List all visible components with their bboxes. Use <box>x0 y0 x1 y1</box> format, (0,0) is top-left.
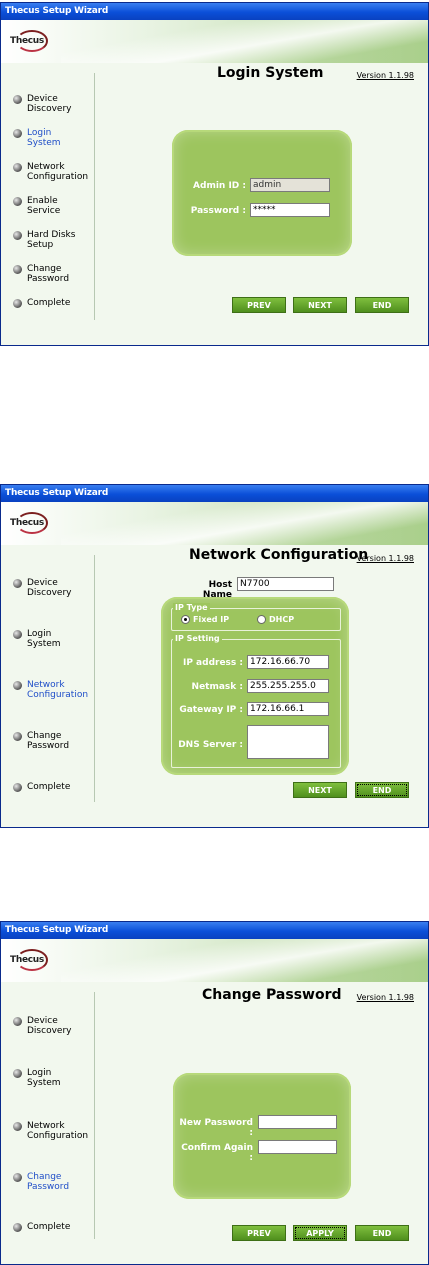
wizard-content: Device Discovery Login System Network Co… <box>1 63 428 345</box>
password-panel: New Password : Confirm Again : <box>173 1073 351 1199</box>
password-field[interactable]: ***** <box>250 203 330 217</box>
bullet-icon <box>13 231 22 240</box>
wizard-content: Device Discovery Login System Network Co… <box>1 982 428 1264</box>
next-button[interactable]: NEXT <box>293 782 347 798</box>
admin-id-label: Admin ID : <box>193 181 246 191</box>
thecus-logo: Thecus <box>10 949 50 973</box>
page-title: Login System <box>217 65 324 81</box>
bullet-icon <box>13 265 22 274</box>
thecus-logo: Thecus <box>10 512 50 536</box>
dns-server-label: DNS Server : <box>178 740 243 750</box>
dns-server-field[interactable] <box>247 725 329 759</box>
ip-setting-group <box>171 639 341 768</box>
password-label: Password : <box>190 206 246 216</box>
network-panel: IP Type Fixed IP DHCP IP Setting IP addr… <box>161 597 349 775</box>
bullet-icon <box>13 1173 22 1182</box>
dhcp-label: DHCP <box>269 615 295 624</box>
admin-id-field[interactable]: admin <box>250 178 330 192</box>
thecus-logo: Thecus <box>10 30 50 54</box>
end-button[interactable]: END <box>355 782 409 798</box>
banner-swoosh <box>61 502 428 545</box>
bullet-icon <box>13 95 22 104</box>
wizard-window-network: Thecus Setup Wizard Thecus Device Discov… <box>0 484 429 828</box>
ip-type-legend: IP Type <box>173 603 210 612</box>
gateway-ip-label: Gateway IP : <box>179 705 243 715</box>
wizard-content: Device Discovery Login System Network Co… <box>1 545 428 827</box>
bullet-icon <box>13 1223 22 1232</box>
end-button[interactable]: END <box>355 297 409 313</box>
logo-text: Thecus <box>10 36 44 46</box>
netmask-label: Netmask : <box>191 682 243 692</box>
new-password-label: New Password : <box>179 1118 253 1138</box>
version-link[interactable]: Version 1.1.98 <box>356 554 414 563</box>
page-title: Network Configuration <box>189 547 369 563</box>
version-link[interactable]: Version 1.1.98 <box>356 71 414 80</box>
bullet-icon <box>13 129 22 138</box>
version-link[interactable]: Version 1.1.98 <box>356 993 414 1002</box>
logo-text: Thecus <box>10 955 44 965</box>
login-panel: Admin ID : admin Password : ***** <box>172 130 352 256</box>
ip-address-field[interactable]: 172.16.66.70 <box>247 655 329 669</box>
fixed-ip-label: Fixed IP <box>193 615 230 624</box>
page-title: Change Password <box>202 987 342 1003</box>
logo-ring-icon <box>16 30 48 52</box>
bullet-icon <box>13 630 22 639</box>
bullet-icon <box>13 1122 22 1131</box>
bullet-icon <box>13 579 22 588</box>
banner-swoosh <box>61 20 428 63</box>
ip-type-group <box>171 608 341 631</box>
bullet-icon <box>13 163 22 172</box>
title-bar: Thecus Setup Wizard <box>1 3 428 20</box>
prev-button[interactable]: PREV <box>232 297 286 313</box>
logo-text: Thecus <box>10 518 44 528</box>
divider <box>94 73 95 320</box>
host-name-label: Host Name <box>202 580 232 600</box>
header-banner: Thecus <box>1 20 428 63</box>
end-button[interactable]: END <box>355 1225 409 1241</box>
ip-address-label: IP address : <box>182 658 243 668</box>
gateway-ip-field[interactable]: 172.16.66.1 <box>247 702 329 716</box>
bullet-icon <box>13 197 22 206</box>
bullet-icon <box>13 1069 22 1078</box>
header-banner: Thecus <box>1 502 428 545</box>
bullet-icon <box>13 681 22 690</box>
bullet-icon <box>13 783 22 792</box>
logo-ring-icon <box>16 949 48 971</box>
confirm-again-field[interactable] <box>258 1140 337 1154</box>
netmask-field[interactable]: 255.255.255.0 <box>247 679 329 693</box>
bullet-icon <box>13 732 22 741</box>
wizard-window-login: Thecus Setup Wizard Thecus Device Discov… <box>0 2 429 346</box>
bullet-icon <box>13 299 22 308</box>
host-name-field[interactable]: N7700 <box>237 577 334 591</box>
confirm-again-label: Confirm Again : <box>181 1143 253 1163</box>
bullet-icon <box>13 1017 22 1026</box>
fixed-ip-radio[interactable] <box>181 615 190 624</box>
divider <box>94 992 95 1239</box>
title-bar: Thecus Setup Wizard <box>1 485 428 502</box>
header-banner: Thecus <box>1 939 428 982</box>
title-bar: Thecus Setup Wizard <box>1 922 428 939</box>
dhcp-radio[interactable] <box>257 615 266 624</box>
apply-button[interactable]: APPLY <box>293 1225 347 1241</box>
logo-ring-icon <box>16 512 48 534</box>
banner-swoosh <box>61 939 428 982</box>
divider <box>94 555 95 802</box>
ip-setting-legend: IP Setting <box>173 634 222 643</box>
prev-button[interactable]: PREV <box>232 1225 286 1241</box>
wizard-window-change-password: Thecus Setup Wizard Thecus Device Discov… <box>0 921 429 1265</box>
next-button[interactable]: NEXT <box>293 297 347 313</box>
new-password-field[interactable] <box>258 1115 337 1129</box>
